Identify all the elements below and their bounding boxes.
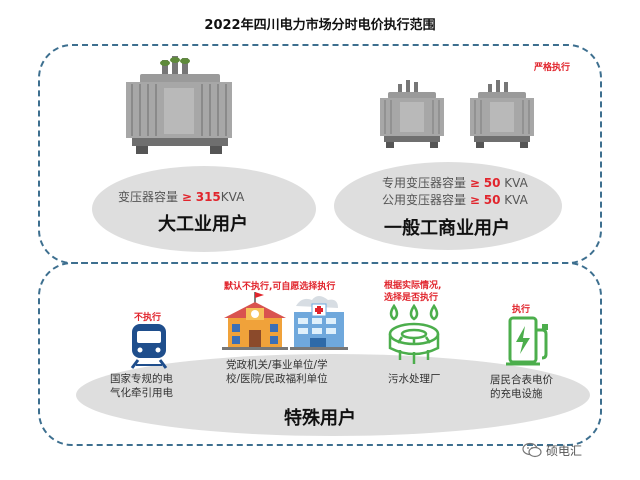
watermark-text: 硕电汇 xyxy=(546,444,583,458)
public-institution-label-line1: 党政机关/事业单位/学 xyxy=(226,359,328,371)
ge-symbol: ≥ xyxy=(469,176,480,190)
transformer-icon-left xyxy=(380,80,444,148)
special-users-ellipse xyxy=(76,354,590,436)
voluntary-note: 默认不执行,可自愿选择执行 xyxy=(224,282,336,292)
train-icon xyxy=(130,324,168,369)
capacity-label: 公用变压器容量 xyxy=(382,193,467,207)
capacity-label: 变压器容量 xyxy=(118,190,179,204)
general-commercial-name: 一般工商业用户 xyxy=(384,218,510,239)
strict-note: 严格执行 xyxy=(534,63,571,73)
execute-note: 执行 xyxy=(512,305,531,315)
large-industrial-name: 大工业用户 xyxy=(158,214,248,235)
page-title: 2022年四川电力市场分时电价执行范围 xyxy=(204,18,436,33)
bottom-panel xyxy=(38,262,602,446)
public-transformer-capacity: 公用变压器容量 ≥ 50 KVA xyxy=(382,191,528,208)
ev-charger-icon xyxy=(506,316,548,366)
ge-symbol: ≥ xyxy=(181,190,192,204)
conditional-note: 根据实际情况, 选择是否执行 xyxy=(384,280,441,304)
ge-symbol: ≥ xyxy=(469,193,480,207)
traction-label: 国家专规的电 气化牵引用电 xyxy=(110,372,173,400)
public-institution-label: 党政机关/事业单位/学 校/医院/民政福利单位 xyxy=(226,358,328,386)
capacity-value: 315 xyxy=(195,190,221,204)
general-commercial-ellipse xyxy=(334,162,562,250)
ev-charger-label: 居民合表电价 的充电设施 xyxy=(490,373,553,401)
large-transformer-icon xyxy=(126,56,232,154)
ev-charger-label-line1: 居民合表电价 xyxy=(490,374,553,386)
conditional-note-line2: 选择是否执行 xyxy=(384,293,439,303)
capacity-value: 50 xyxy=(483,193,501,207)
capacity-unit: KVA xyxy=(220,190,245,204)
traction-label-line1: 国家专规的电 xyxy=(110,373,173,385)
school-hospital-icon xyxy=(222,292,348,350)
capacity-unit: KVA xyxy=(504,193,528,207)
large-industrial-ellipse xyxy=(92,166,316,252)
capacity-label: 专用变压器容量 xyxy=(382,176,467,190)
wechat-icon xyxy=(522,442,542,458)
no-execute-note: 不执行 xyxy=(134,313,162,323)
dedicated-transformer-capacity: 专用变压器容量 ≥ 50 KVA xyxy=(382,174,528,191)
special-users-name: 特殊用户 xyxy=(284,408,356,429)
large-industrial-capacity: 变压器容量 ≥ 315KVA xyxy=(118,188,244,205)
capacity-value: 50 xyxy=(483,176,501,190)
public-institution-label-line2: 校/医院/民政福利单位 xyxy=(226,373,328,385)
traction-label-line2: 气化牵引用电 xyxy=(110,387,173,399)
sewage-plant-icon xyxy=(388,304,440,364)
capacity-unit: KVA xyxy=(504,176,528,190)
transformer-icon-right xyxy=(470,80,534,148)
ev-charger-label-line2: 的充电设施 xyxy=(490,388,543,400)
sewage-label: 污水处理厂 xyxy=(388,373,441,385)
conditional-note-line1: 根据实际情况, xyxy=(384,281,442,291)
